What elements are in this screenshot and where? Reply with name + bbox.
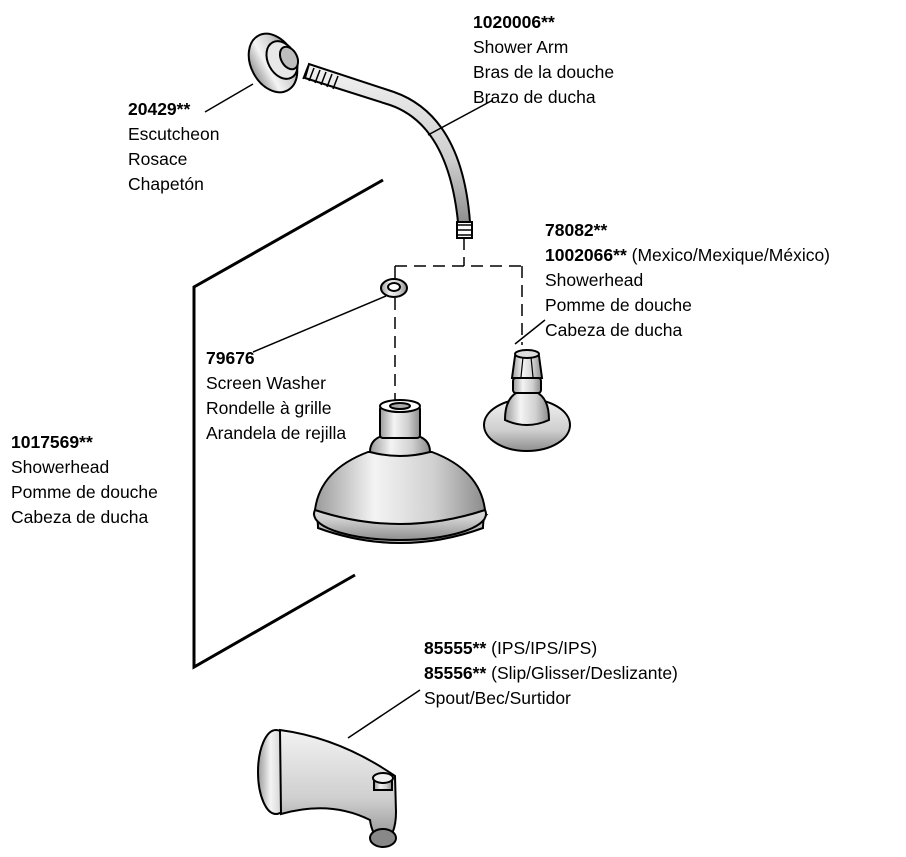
- assembly-dashed-lines: [394, 238, 523, 405]
- escutcheon-part: [247, 32, 300, 94]
- small-showerhead-alt-part-number: 1002066**: [545, 245, 627, 265]
- shower-arm-name-es: Brazo de ducha: [473, 87, 596, 107]
- screen-washer-part: [380, 278, 408, 298]
- large-showerhead-part-number: 1017569**: [11, 432, 93, 452]
- small-showerhead-part-number: 78082**: [545, 220, 608, 240]
- spout-callout: 85555** (IPS/IPS/IPS) 85556** (Slip/Glis…: [424, 636, 678, 711]
- small-showerhead-name-es: Cabeza de ducha: [545, 320, 683, 340]
- screen-washer-callout: 79676 Screen Washer Rondelle à grille Ar…: [206, 346, 346, 446]
- small-showerhead-name-en: Showerhead: [545, 270, 644, 290]
- escutcheon-name-en: Escutcheon: [128, 124, 220, 144]
- wall-outline: [192, 178, 384, 670]
- shower-arm-callout: 1020006** Shower Arm Bras de la douche B…: [473, 10, 614, 110]
- shower-arm-part: [302, 62, 473, 239]
- tub-spout-part: [257, 728, 398, 848]
- large-showerhead-name-es: Cabeza de ducha: [11, 507, 149, 527]
- escutcheon-callout: 20429** Escutcheon Rosace Chapetón: [128, 97, 219, 197]
- spout-alt-note: (Slip/Glisser/Deslizante): [491, 663, 678, 683]
- spout-part-number: 85555**: [424, 638, 487, 658]
- screen-washer-part-number: 79676: [206, 348, 255, 368]
- large-showerhead-name-en: Showerhead: [11, 457, 110, 477]
- large-showerhead-callout: 1017569** Showerhead Pomme de douche Cab…: [11, 430, 158, 530]
- large-showerhead-name-fr: Pomme de douche: [11, 482, 158, 502]
- escutcheon-name-es: Chapetón: [128, 174, 204, 194]
- escutcheon-part-number: 20429**: [128, 99, 191, 119]
- spout-name: Spout/Bec/Surtidor: [424, 688, 571, 708]
- small-showerhead-alt-note: (Mexico/Mexique/México): [631, 245, 831, 265]
- shower-arm-part-number: 1020006**: [473, 12, 555, 32]
- small-showerhead-callout: 78082** 1002066** (Mexico/Mexique/México…: [545, 218, 830, 343]
- screen-washer-name-es: Arandela de rejilla: [206, 423, 347, 443]
- shower-arm-name-fr: Bras de la douche: [473, 62, 615, 82]
- escutcheon-name-fr: Rosace: [128, 149, 188, 169]
- spout-part-note: (IPS/IPS/IPS): [491, 638, 598, 658]
- callout-leader-lines: [204, 83, 546, 739]
- screen-washer-name-fr: Rondelle à grille: [206, 398, 332, 418]
- small-showerhead-name-fr: Pomme de douche: [545, 295, 692, 315]
- screen-washer-name-en: Screen Washer: [206, 373, 326, 393]
- shower-arm-name-en: Shower Arm: [473, 37, 569, 57]
- spout-alt-part-number: 85556**: [424, 663, 487, 683]
- large-showerhead-part: [312, 399, 489, 544]
- small-showerhead-part: [483, 349, 571, 452]
